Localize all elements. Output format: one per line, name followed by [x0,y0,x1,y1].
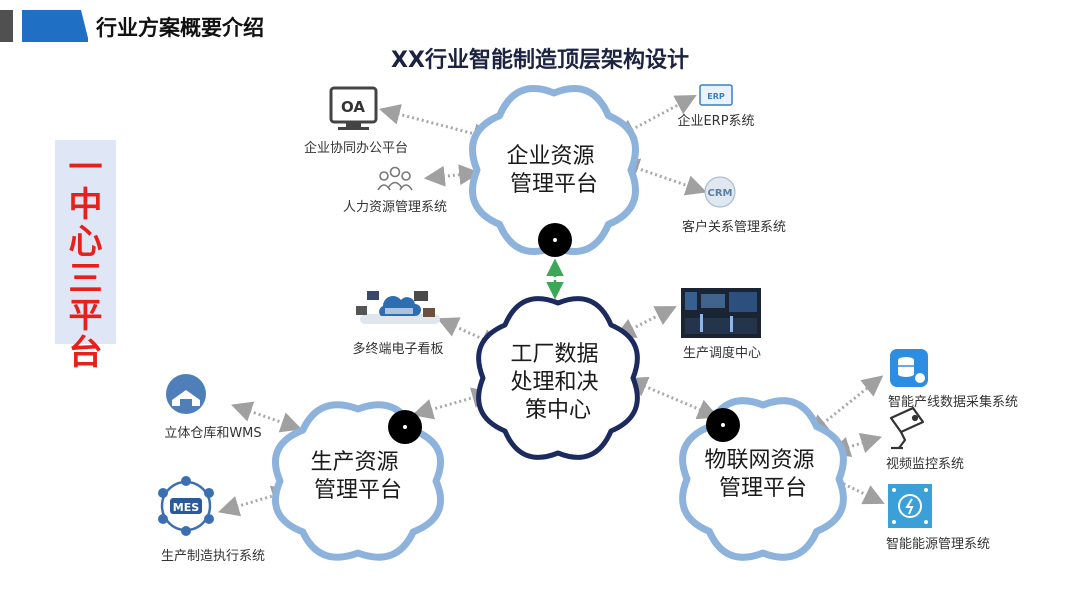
label-hr: 人力资源管理系统 [343,200,447,215]
label-erp: 企业ERP系统 [677,113,754,129]
side-banner-text: 一中心三平台 [68,148,103,373]
hub-production-label: 生产资源 管理平台 [310,450,405,503]
hub-center-label: 工厂数据 处理和决 策中心 [510,342,605,423]
label-dispatch: 生产调度中心 [683,345,761,361]
dispatch-center-screen-icon [681,288,761,338]
label-energy: 智能能源管理系统 [886,537,990,552]
junction-dots [388,223,740,444]
oa-monitor-icon: OA [329,86,378,130]
diagram-title: XX行业智能制造顶层架构设计 [391,48,689,73]
svg-text:MES: MES [173,501,199,514]
svg-text:OA: OA [341,98,365,116]
mes-gear-icon: MES [158,476,214,536]
link-center-iot [626,376,719,420]
data-collection-icon [890,349,928,387]
cloud-data-center [476,296,640,460]
link-dispatch [614,306,677,338]
header-title: 行业方案概要介绍 [96,16,264,40]
label-warehouse: 立体仓库和WMS [164,425,261,441]
label-collect: 智能产线数据采集系统 [888,394,1018,410]
svg-text:ERP: ERP [707,92,725,101]
link-oa [378,104,495,144]
erp-icon: ERP [699,84,733,106]
crm-icon: CRM [704,176,736,208]
label-oa: 企业协同办公平台 [304,140,408,156]
warehouse-icon [166,374,206,414]
label-board: 多终端电子看板 [352,341,443,357]
link-mes [217,485,294,517]
electronic-board-icon [356,291,440,324]
side-banner: 一中心三平台 [55,140,116,372]
camera-icon [889,406,925,450]
svg-text:CRM: CRM [708,188,733,199]
hub-iot-label: 物联网资源 管理平台 [704,448,821,501]
hub-enterprise-label: 企业资源 管理平台 [506,144,601,197]
link-crm [618,158,707,196]
energy-management-icon [888,484,932,528]
link-erp [614,95,697,139]
link-collect [807,375,884,436]
label-video: 视频监控系统 [886,457,964,472]
link-hr [423,164,481,187]
label-mes: 生产制造执行系统 [161,549,265,564]
link-warehouse [231,401,302,433]
header-left-block [0,10,13,42]
header-accent-bar [22,10,89,42]
people-group-icon [377,166,413,191]
link-board [437,317,502,349]
label-crm: 客户关系管理系统 [682,219,786,235]
